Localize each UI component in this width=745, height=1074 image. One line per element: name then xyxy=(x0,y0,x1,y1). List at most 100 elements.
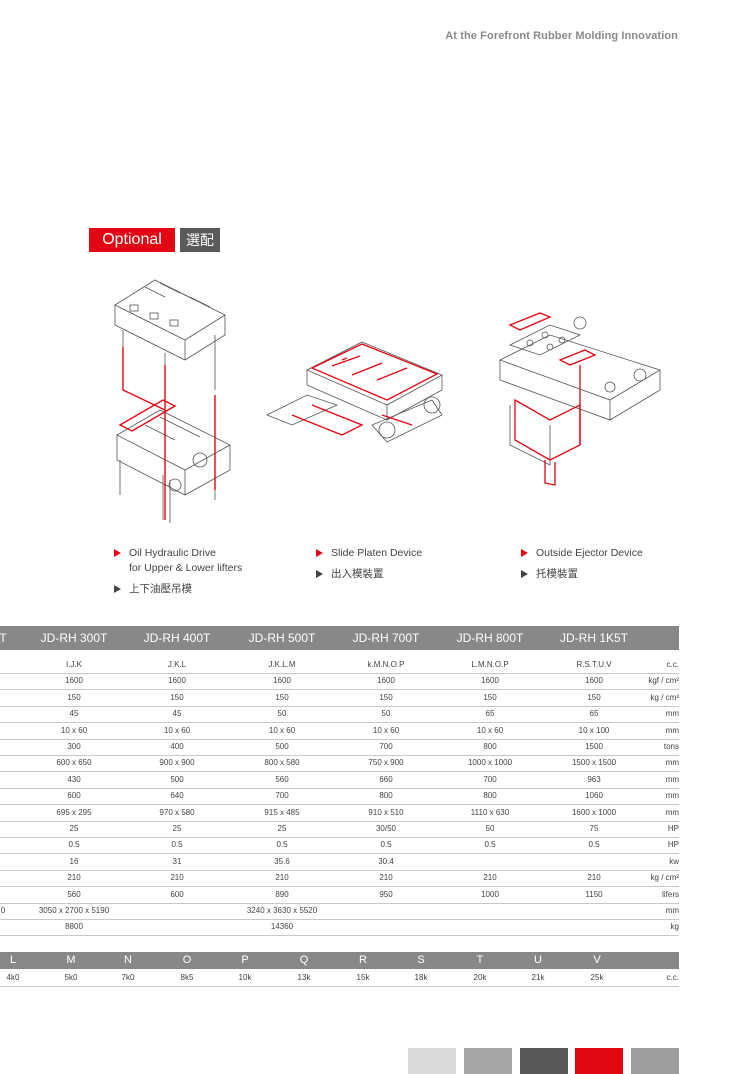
spec-unit: lifers xyxy=(662,889,679,899)
spec-cell: 10 x 60 xyxy=(476,725,504,735)
slide-platen-illustration xyxy=(266,341,443,443)
code-value: 21k xyxy=(531,973,545,982)
color-swatch xyxy=(464,1048,512,1074)
spec-cell: 150 xyxy=(170,692,184,702)
spec-cell: 560 xyxy=(275,774,289,784)
spec-unit: kg / cm² xyxy=(650,692,679,702)
spec-unit: kg xyxy=(670,922,679,932)
spec-cell: L.M.N.O.P xyxy=(471,660,509,669)
option-caption-slide-platen: Slide Platen Device 出入模裝置 xyxy=(316,546,422,582)
spec-cell: 915 x 485 xyxy=(264,807,300,817)
spec-cell: 800 x 580 xyxy=(264,758,300,768)
row-fragment: 0 xyxy=(0,906,6,915)
spec-cell: 660 xyxy=(379,774,393,784)
spec-cell: 500 xyxy=(170,774,184,784)
column-header-fragment: T xyxy=(0,631,7,645)
code-value: 7k0 xyxy=(121,973,135,982)
spec-cell: 50 xyxy=(381,709,391,719)
bullet-icon xyxy=(114,549,121,557)
color-swatch xyxy=(575,1048,623,1074)
spec-cell: 16 xyxy=(69,856,79,866)
spec-cell: 30.4 xyxy=(378,856,394,866)
spec-cell: 35.6 xyxy=(274,856,290,866)
spec-cell: k.M.N.O.P xyxy=(367,660,405,669)
code-header: S xyxy=(417,954,425,966)
spec-cell: 8800 xyxy=(65,922,83,932)
spec-table-header: T JD-RH 300T JD-RH 400T JD-RH 500T JD-RH… xyxy=(0,626,679,650)
code-value: 13k xyxy=(297,973,311,982)
spec-cell: 210 xyxy=(275,873,289,883)
outside-ejector-illustration xyxy=(498,312,661,486)
spec-cell: 65 xyxy=(589,709,599,719)
code-value: 18k xyxy=(414,973,428,982)
spec-cell: 3050 x 2700 x 5190 xyxy=(38,906,110,915)
spec-unit: mm xyxy=(665,774,679,784)
code-header: U xyxy=(534,954,542,966)
column-header: JD-RH 400T xyxy=(143,631,211,645)
spec-unit: mm xyxy=(665,758,679,768)
spec-unit: mm xyxy=(665,807,679,817)
spec-cell: 210 xyxy=(170,873,184,883)
spec-cell: 0.5 xyxy=(276,840,288,850)
spec-cell: 900 x 900 xyxy=(159,758,195,768)
spec-cell: 210 xyxy=(379,873,393,883)
option-label-en-line2: for Upper & Lower lifters xyxy=(129,562,243,574)
hydraulic-lifter-illustration xyxy=(114,279,231,523)
code-value: 10k xyxy=(238,973,252,982)
spec-cell: 890 xyxy=(275,889,289,899)
spec-unit: tons xyxy=(663,742,679,751)
column-header: JD-RH 300T xyxy=(40,631,108,645)
column-header: JD-RH 500T xyxy=(248,631,316,645)
option-label-zh: 上下油壓吊模 xyxy=(129,583,192,595)
code-header: R xyxy=(359,954,367,966)
spec-unit: kgf / cm² xyxy=(648,676,679,686)
spec-cell: 10 x 60 xyxy=(163,725,191,735)
spec-cell: 0.5 xyxy=(68,840,80,850)
spec-cell: R.S.T.U.V xyxy=(576,660,612,669)
spec-cell: 25 xyxy=(172,824,182,833)
spec-cell: 1600 x 1000 xyxy=(571,807,617,817)
spec-cell: 150 xyxy=(275,692,289,702)
spec-cell: 430 xyxy=(67,774,81,784)
spec-cell: 1500 x 1500 xyxy=(571,758,617,768)
code-header: T xyxy=(476,954,484,966)
option-label-en: Outside Ejector Device xyxy=(536,547,643,559)
spec-cell: 950 xyxy=(379,889,393,899)
code-value: 4k0 xyxy=(6,973,20,982)
spec-cell: 800 xyxy=(379,791,393,801)
spec-cell: 800 xyxy=(483,742,497,751)
option-label-zh: 出入模裝置 xyxy=(331,568,384,580)
spec-cell: 700 xyxy=(379,742,393,751)
spec-cell: 10 x 60 xyxy=(372,725,400,735)
spec-cell: 10 x 60 xyxy=(60,725,88,735)
code-table-row: 4k0 5k0 7k0 8k5 10k 13k 15k 18k 20k 21k … xyxy=(0,969,679,987)
code-value: 25k xyxy=(590,973,604,982)
spec-cell: 14360 xyxy=(270,922,294,932)
color-swatch xyxy=(520,1048,568,1074)
spec-cell: 10 x 100 xyxy=(578,725,610,735)
option-label-en: Slide Platen Device xyxy=(331,547,423,559)
spec-unit: mm xyxy=(665,906,679,915)
spec-cell: 210 xyxy=(587,873,601,883)
spec-cell: 640 xyxy=(170,791,184,801)
spec-cell: 0.5 xyxy=(588,840,600,850)
spec-cell: 970 x 580 xyxy=(159,807,195,817)
spec-unit: c.c. xyxy=(666,660,679,669)
spec-cell: 1600 xyxy=(481,676,499,686)
spec-cell: J.K.L.M xyxy=(268,660,296,669)
spec-cell: 0.5 xyxy=(380,840,392,850)
spec-cell: 560 xyxy=(67,889,81,899)
spec-cell: 65 xyxy=(485,709,495,719)
optional-label-zh: 選配 xyxy=(180,228,220,252)
spec-cell: 600 x 650 xyxy=(56,758,92,768)
spec-table-row: 8800 14360 kg xyxy=(0,919,679,937)
spec-cell: 150 xyxy=(587,692,601,702)
spec-cell: 500 xyxy=(275,742,289,751)
